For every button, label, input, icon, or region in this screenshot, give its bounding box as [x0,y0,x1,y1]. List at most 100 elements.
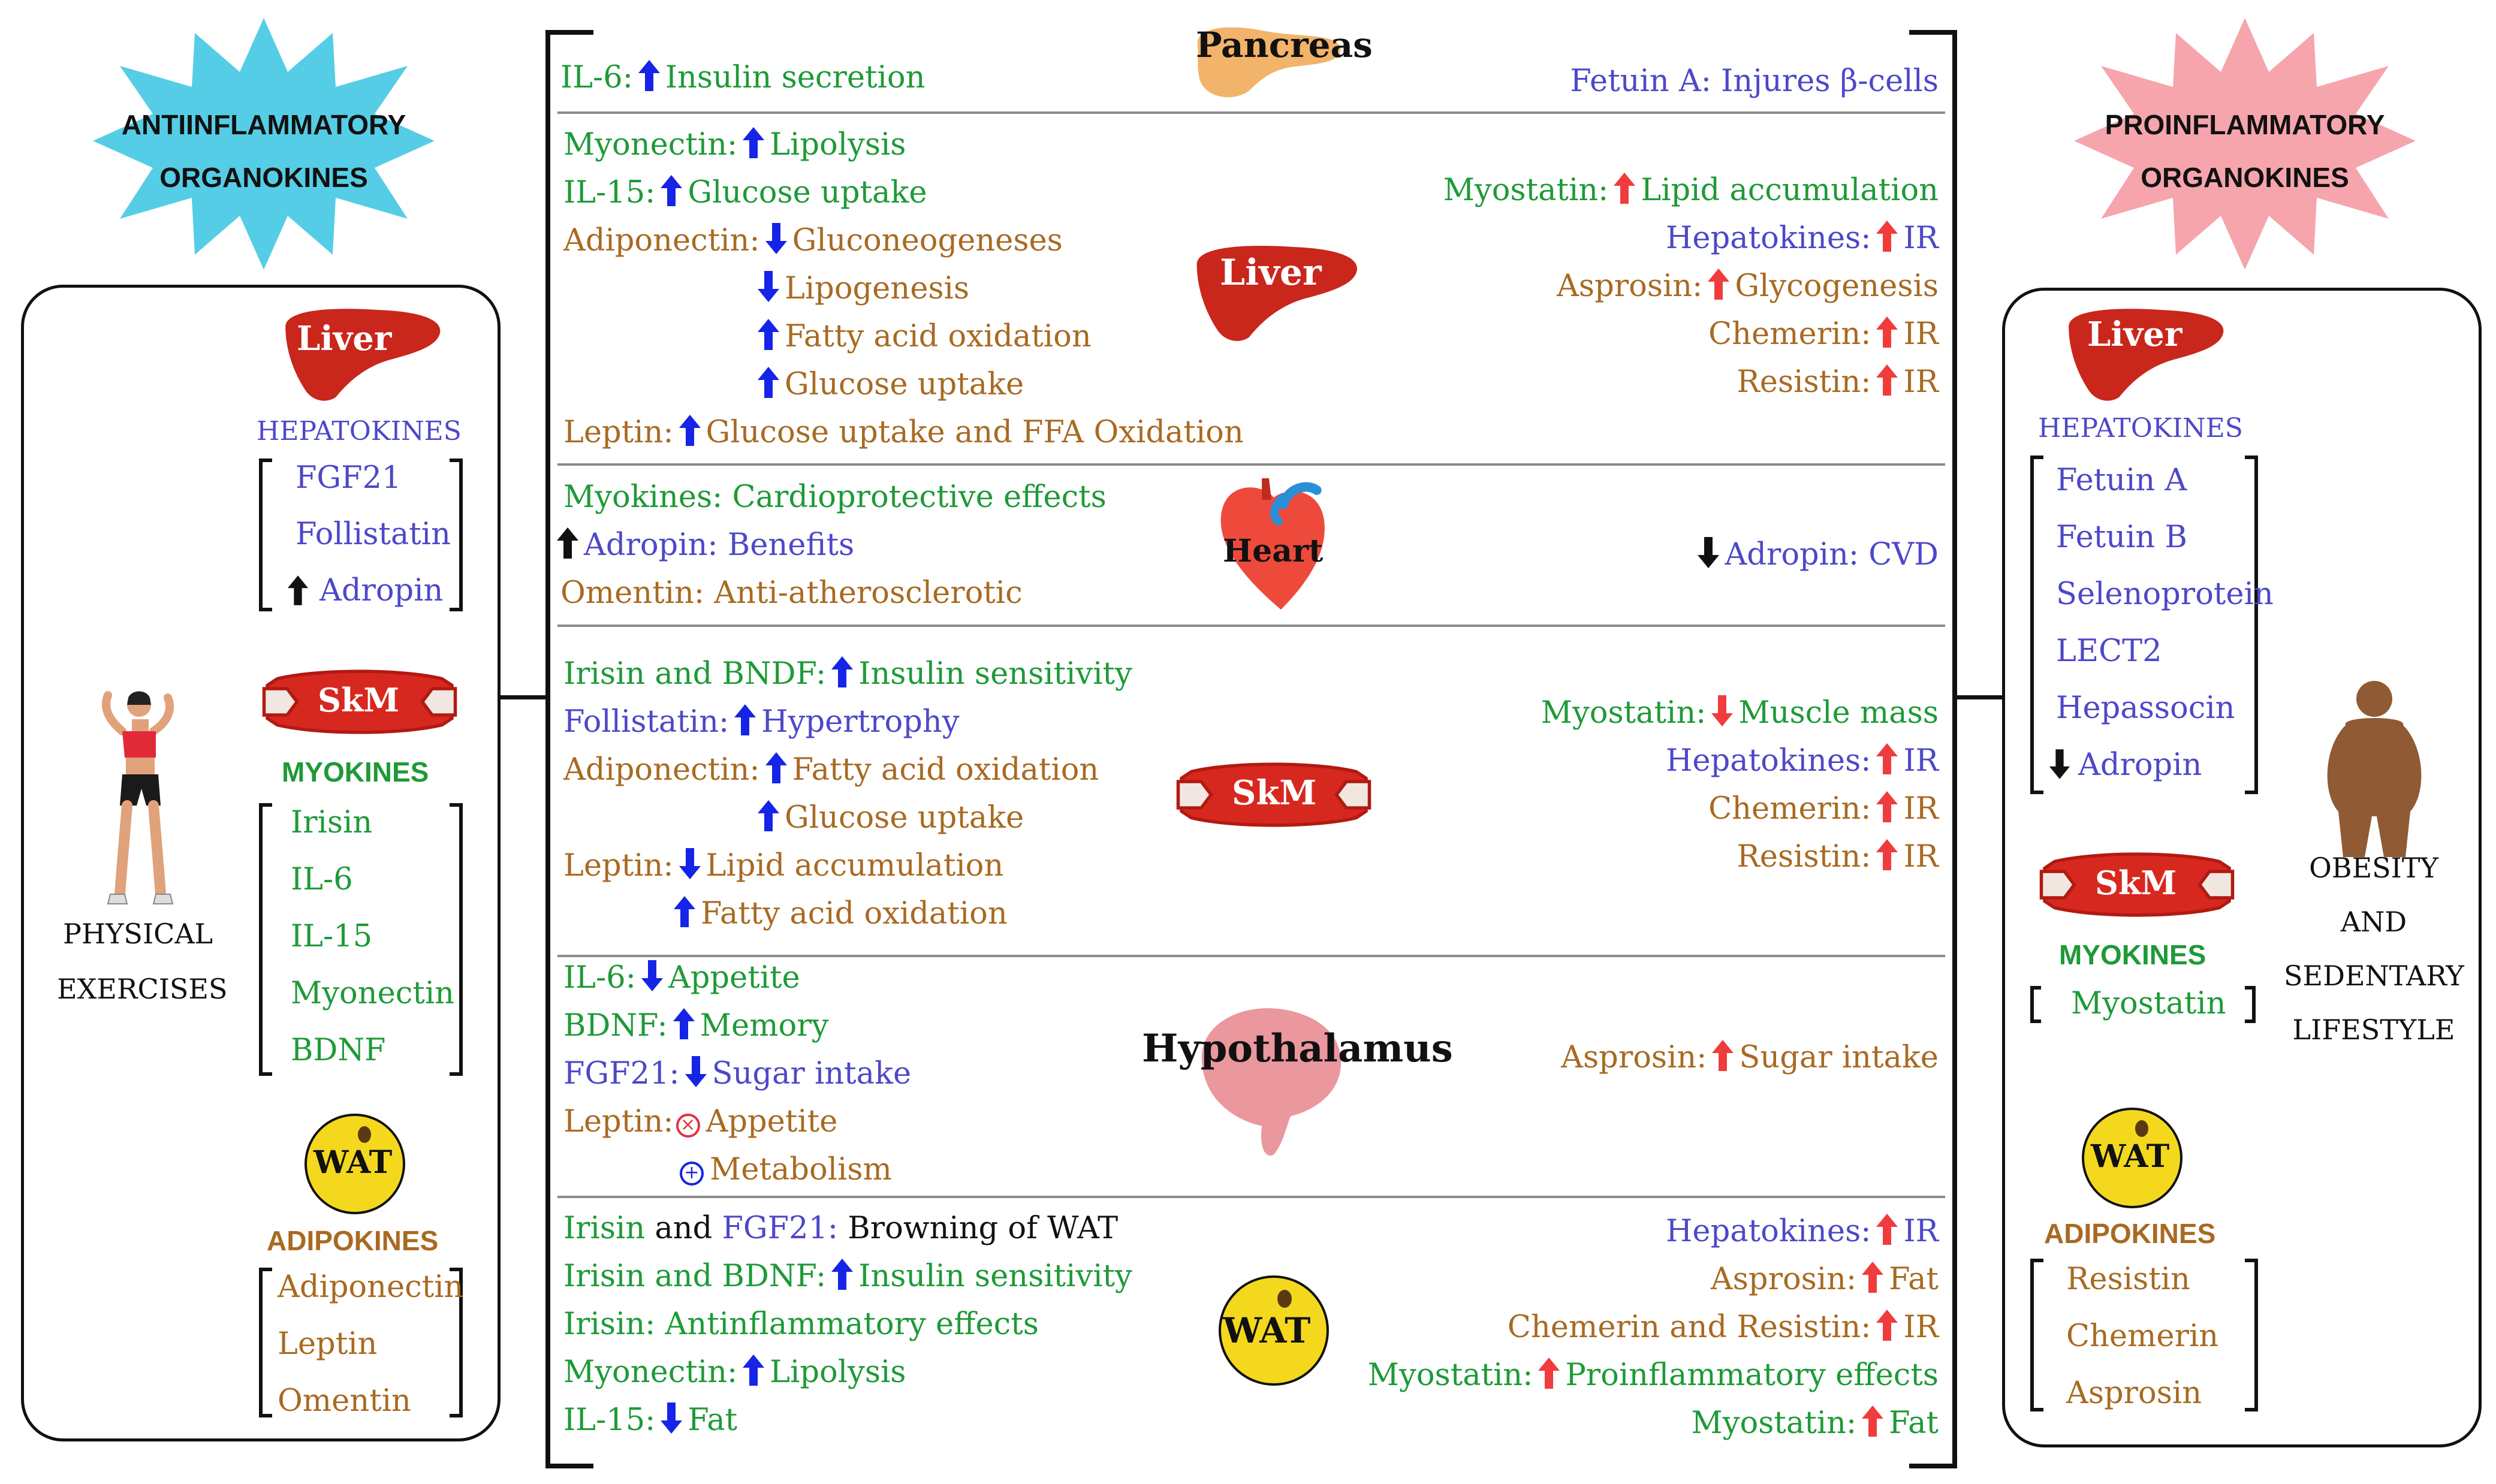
right-adipokines-title: ADIPOKINES [2044,1218,2216,1249]
up-arrow-icon [741,1355,766,1386]
liver-left-2: Adiponectin:Gluconeogeneses [563,223,1063,258]
up-arrow-icon [741,127,766,158]
up-arrow-icon [1710,1040,1735,1071]
right-liver-label: Liver [2087,315,2183,354]
separator-4 [557,955,1945,957]
right-adipokine-1: Chemerin [2066,1319,2219,1354]
left-myokine-0: Irisin [291,805,373,840]
skm-left-2: Adiponectin:Fatty acid oxidation [563,752,1099,788]
right-myokines-title: MYOKINES [2059,939,2206,970]
hypothalamus-left-3: Leptin:×Appetite [563,1104,838,1139]
left-adipokines-bracket-r [450,1268,463,1417]
separator-2 [557,463,1945,466]
left-hepatokine-0: FGF21 [296,460,402,496]
wat-left-3: Myonectin:Lipolysis [563,1355,906,1390]
up-arrow-icon [1874,316,1900,348]
right-caption-3: LIFESTYLE [2292,1014,2455,1046]
left-adipokine-1: Leptin [278,1326,378,1362]
up-arrow-icon [764,752,789,783]
left-wat-label: WAT [313,1144,393,1181]
up-arrow-icon [756,367,781,398]
center-liver-label: Liver [1220,252,1322,294]
up-arrow-icon [1860,1405,1885,1437]
liver-right-1: Hepatokines:IR [1665,221,1939,256]
right-adropin-down-arrow-icon [2048,749,2071,779]
skm-right-1: Hepatokines:IR [1665,743,1939,779]
left-liver-label: Liver [297,319,392,358]
center-wat-icon [1219,1275,1329,1386]
left-adipokine-2: Omentin [278,1383,411,1419]
hypothalamus-icon [1201,1008,1342,1156]
up-arrow-icon [677,415,703,446]
heart-icon [1220,478,1325,610]
left-hepatokines-title: HEPATOKINES [257,416,462,447]
up-arrow-icon [1874,1214,1900,1245]
up-arrow-icon [555,527,580,559]
obese-person-icon [2327,681,2422,857]
center-wat-label: WAT [1223,1310,1311,1351]
skm-left-0: Irisin and BNDF:Insulin sensitivity [563,656,1132,692]
wat-right-0: Hepatokines:IR [1665,1214,1939,1249]
stimulate-icon: + [680,1162,704,1186]
pancreas-label: Pancreas [1196,25,1373,65]
left-myokine-3: Myonectin [291,976,454,1011]
left-myokine-4: BDNF [291,1033,386,1068]
liver-left-3: Lipogenesis [752,271,969,307]
up-arrow-icon [1874,221,1900,252]
left-myokines-title: MYOKINES [282,756,429,788]
right-hepatokines-bracket-l [2030,456,2043,794]
up-arrow-icon [1874,791,1900,822]
right-hepatokines-title: HEPATOKINES [2038,413,2243,444]
wat-left-0: Irisin and FGF21: Browning of WAT [563,1211,1119,1246]
right-connector [1957,695,2002,699]
right-hepatokine-0: Fetuin A [2056,463,2187,498]
up-arrow-icon [1874,839,1900,870]
right-adipokine-2: Asprosin [2066,1376,2202,1411]
center-bracket-right [1909,30,1957,1468]
pro-burst-line1: PROINFLAMMATORY [2105,109,2385,140]
pancreas-icon [1197,27,1341,98]
anti-burst-line2: ORGANOKINES [159,162,368,193]
pro-burst-line2: ORGANOKINES [2141,162,2349,193]
up-arrow-icon [1874,743,1900,774]
wat-left-2: Irisin: Antinflammatory effects [563,1307,1039,1342]
left-skm-label: SkM [318,681,400,719]
heart-label: Heart [1223,533,1324,569]
center-skm-label: SkM [1232,773,1317,813]
heart-left-0: Myokines: Cardioprotective effects [563,479,1107,515]
right-caption-1: AND [2340,906,2407,938]
skm-left-5: Fatty acid oxidation [668,896,1008,932]
up-arrow-icon [659,175,684,206]
right-panel [2002,288,2482,1447]
left-myokine-2: IL-15 [291,919,373,954]
right-adipokines-bracket-l [2030,1259,2043,1411]
right-hepatokine-1: Fetuin B [2056,520,2187,555]
left-connector [501,695,545,699]
left-adipokine-0: Adiponectin [278,1269,464,1305]
left-hepatokine-1: Follistatin [296,517,451,552]
right-skm-label: SkM [2095,864,2177,902]
wat-right-3: Myostatin:Proinflammatory effects [1367,1358,1939,1393]
left-adipokines-title: ADIPOKINES [267,1225,439,1256]
skm-left-1: Follistatin:Hypertrophy [563,704,960,740]
wat-right-4: Myostatin:Fat [1691,1405,1939,1441]
right-hepatokine-2: Selenoprotein [2056,577,2274,612]
wat-right-2: Chemerin and Resistin:IR [1507,1310,1939,1345]
hypothalamus-left-2: FGF21:Sugar intake [563,1056,912,1091]
pancreas-right-0: Fetuin A: Injures β-cells [1570,64,1939,99]
liver-left-6: Leptin:Glucose uptake and FFA Oxidation [563,415,1244,450]
separator-5 [557,1196,1945,1198]
left-hepatokines-bracket-l [259,459,272,611]
heart-left-2: Omentin: Anti-atherosclerotic [560,575,1023,611]
pancreas-left-0: IL-6:Insulin secretion [560,60,926,95]
skm-right-0: Myostatin:Muscle mass [1541,695,1939,731]
left-hepatokine-2: Adropin [319,573,444,608]
wat-right-1: Asprosin:Fat [1710,1262,1939,1297]
heart-left-1: Adropin: Benefits [551,527,854,563]
left-myokines-bracket-r [450,803,463,1076]
liver-left-5: Glucose uptake [752,367,1024,403]
down-arrow-icon [677,848,703,879]
skm-left-3: Glucose uptake [752,800,1024,836]
up-arrow-icon [1706,269,1731,300]
anti-burst-line1: ANTIINFLAMMATORY [121,109,406,140]
